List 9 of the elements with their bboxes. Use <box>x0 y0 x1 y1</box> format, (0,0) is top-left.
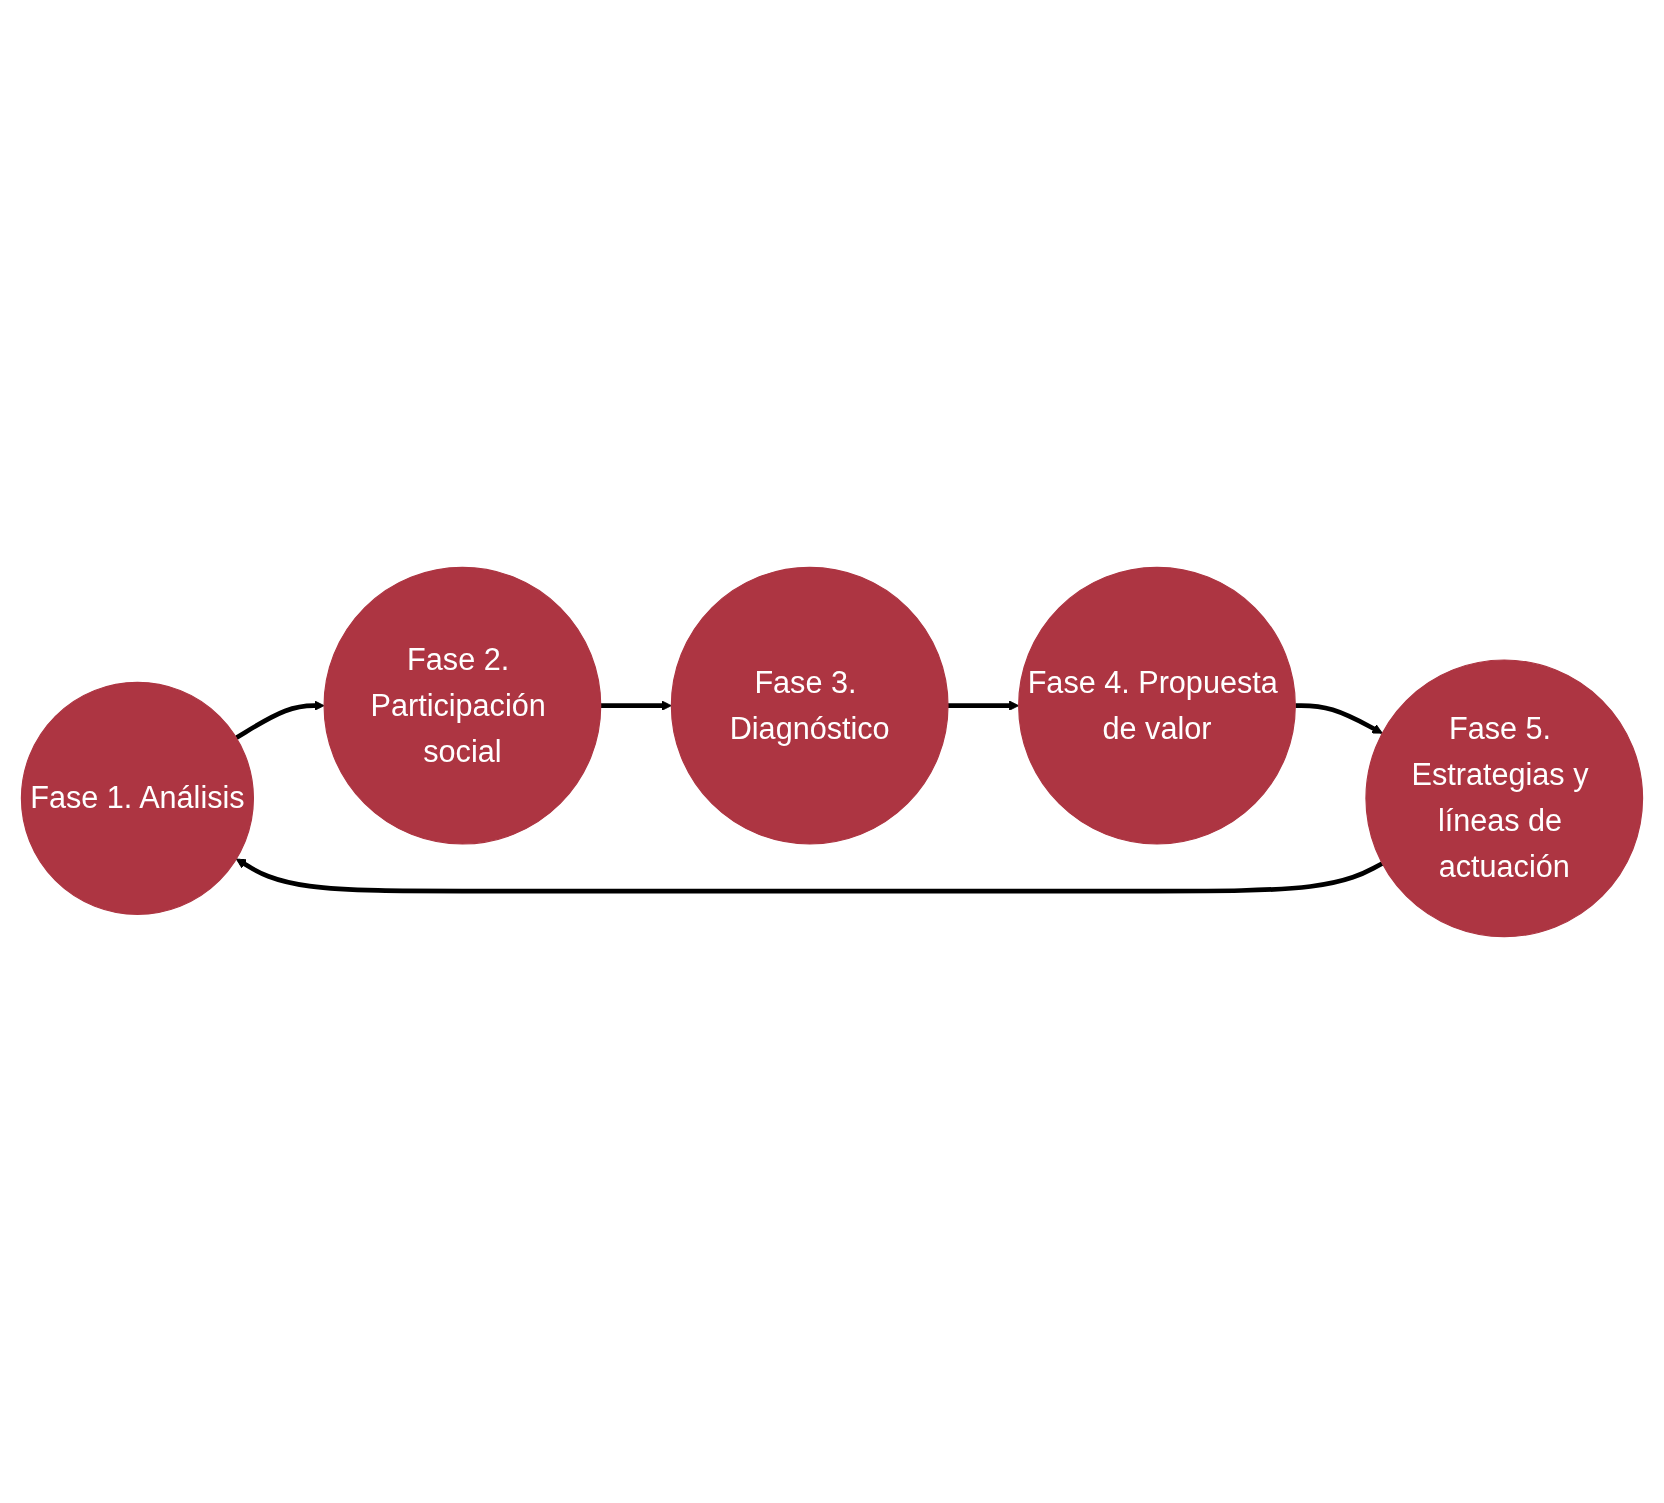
node-circle: Fase 1. Análisis <box>20 681 255 915</box>
arrow <box>235 858 1384 893</box>
node-circle: Fase 2. Participación social <box>323 566 602 845</box>
arrow <box>600 699 672 711</box>
arrow <box>1295 702 1383 734</box>
node-circle: Fase 3. Diagnóstico <box>670 566 949 845</box>
node-circle: Fase 5. Estrategias y líneas de actuación <box>1365 658 1644 937</box>
arrow <box>235 699 325 740</box>
node-circle: Fase 4. Propuesta de valor <box>1018 566 1296 845</box>
